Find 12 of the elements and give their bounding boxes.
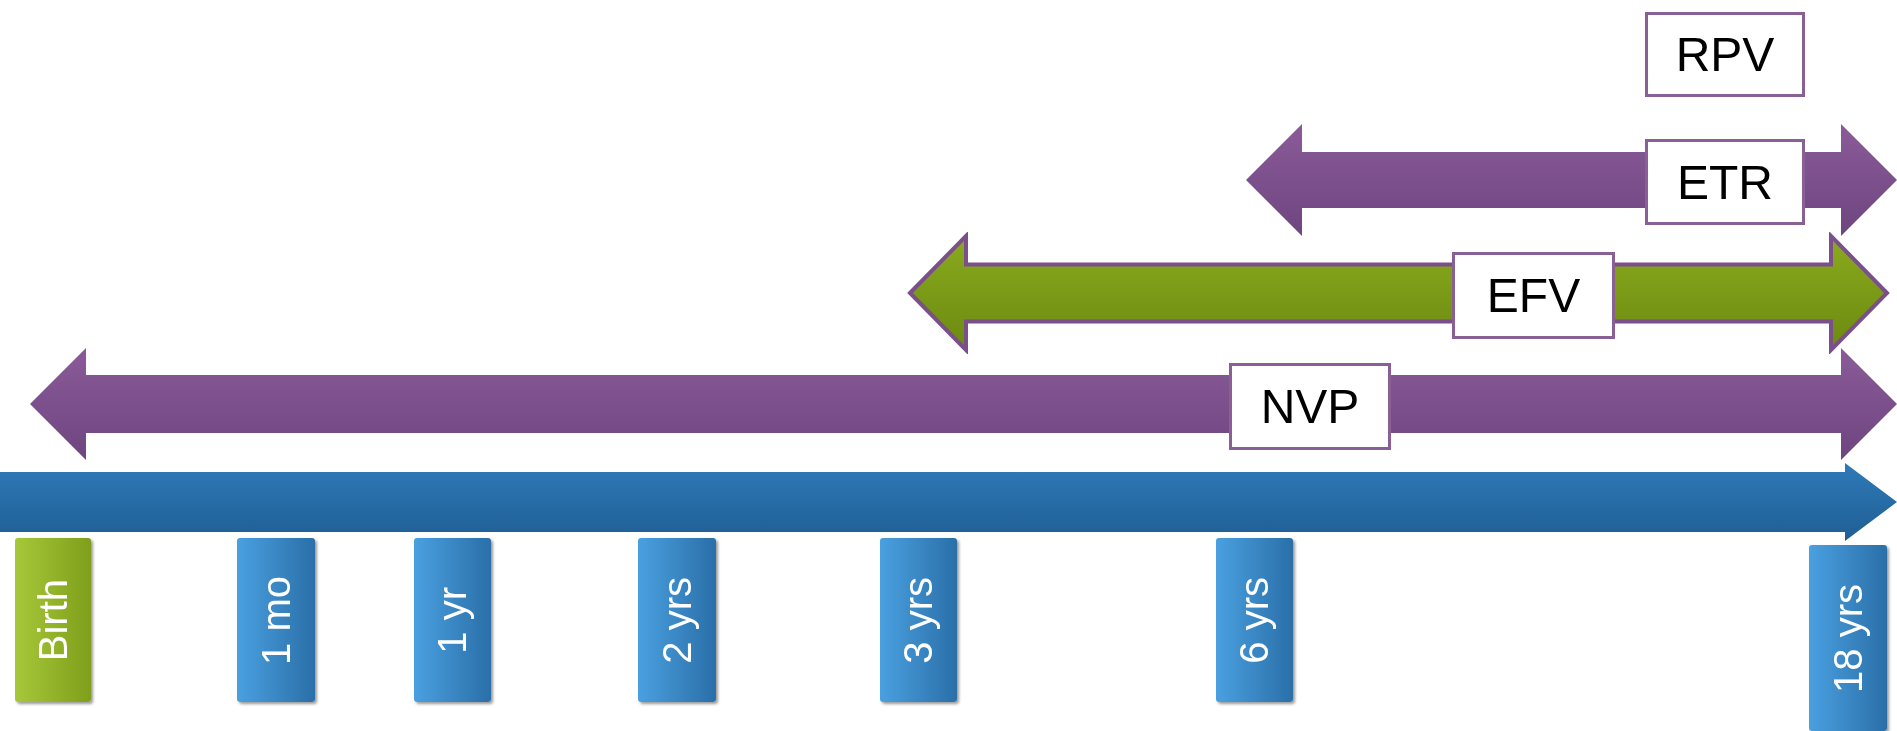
- timeline-axis: [0, 463, 1897, 541]
- age-marker: 1 mo: [237, 538, 315, 702]
- age-marker: Birth: [15, 538, 91, 702]
- age-marker: 1 yr: [414, 538, 491, 702]
- age-marker: 6 yrs: [1216, 538, 1293, 702]
- age-marker: 2 yrs: [638, 538, 716, 702]
- drug-label: EFV: [1452, 252, 1615, 339]
- drug-label: RPV: [1645, 12, 1805, 97]
- drug-label: ETR: [1645, 139, 1805, 225]
- drug-label: NVP: [1229, 363, 1391, 450]
- age-marker: 3 yrs: [880, 538, 957, 702]
- age-marker: 18 yrs: [1809, 545, 1887, 731]
